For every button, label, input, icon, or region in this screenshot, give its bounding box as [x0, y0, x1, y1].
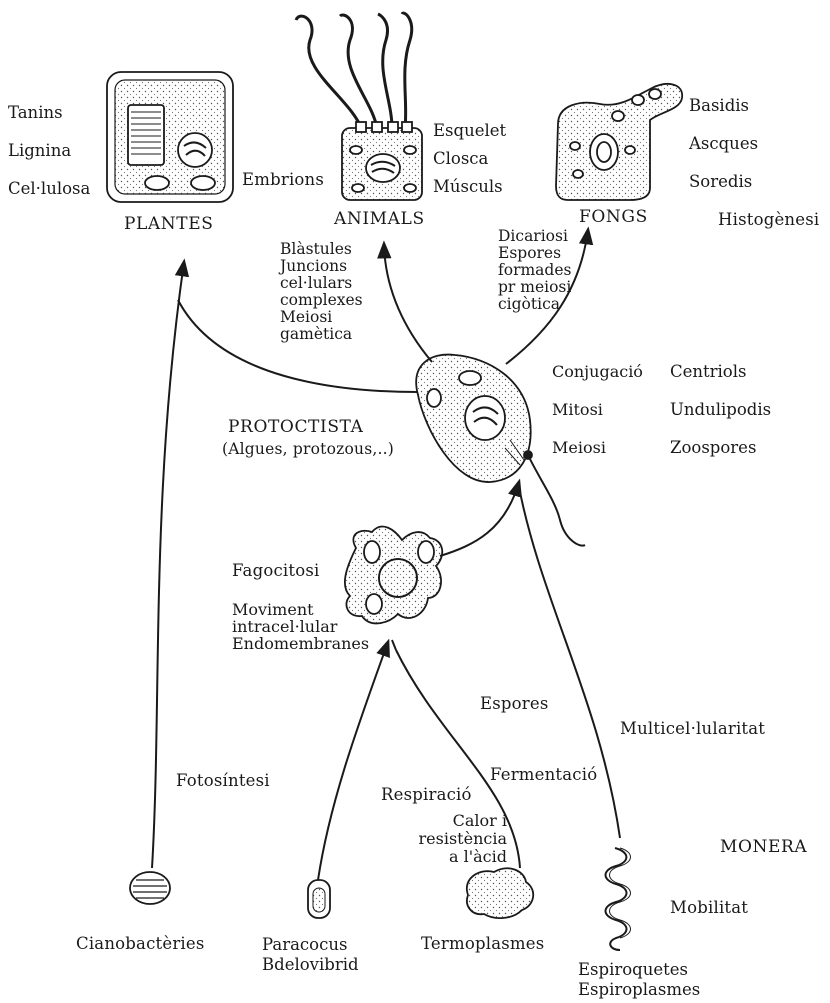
- trait-lignina: Lignina: [8, 132, 90, 170]
- trait-meiosi: Meiosi: [280, 309, 363, 326]
- fungi-branch-traits: Dicariosi Espores formades pr meiosi cig…: [498, 228, 571, 313]
- trait-cellulosa: Cel·lulosa: [8, 170, 90, 208]
- trait-acid: a l'àcid: [412, 848, 507, 866]
- label-fotosintesi: Fotosíntesi: [176, 771, 270, 790]
- feature-zoospores: Zoospores: [670, 429, 771, 467]
- trait-esquelet: Esquelet: [433, 117, 506, 145]
- feature-conjugacio: Conjugació: [552, 353, 643, 391]
- thermoplasma-traits: Calor i resistència a l'àcid: [412, 812, 507, 866]
- arrow-paracocus-to-amoeba: [318, 642, 388, 880]
- trait-endomembranes: Endomembranes: [232, 635, 369, 652]
- animal-branch-traits: Blàstules Juncions cel·lulars complexes …: [280, 241, 363, 343]
- feature-meiosi: Meiosi: [552, 429, 643, 467]
- trait-intracellular: intracel·lular: [232, 618, 369, 635]
- arrow-merge-stub: [392, 640, 396, 650]
- trait-ascques: Ascques: [689, 125, 758, 163]
- fungi-cell-illustration: [556, 84, 682, 200]
- trait-resistencia: resistència: [412, 830, 507, 848]
- paracocus-illustration: [308, 880, 330, 918]
- trait-blastules: Blàstules: [280, 241, 363, 258]
- organism-espiroquetes: Espiroquetes Espiroplasmes: [578, 960, 700, 1000]
- trait-complexes: complexes: [280, 292, 363, 309]
- kingdom-animals: ANIMALS: [334, 210, 425, 229]
- plant-traits: Tanins Lignina Cel·lulosa: [8, 94, 90, 208]
- organism-termoplasmes: Termoplasmes: [421, 934, 544, 953]
- feature-centriols: Centriols: [670, 353, 771, 391]
- organism-cianobacteries: Cianobactèries: [76, 934, 205, 953]
- trait-formades: formades: [498, 262, 571, 279]
- fungi-traits: Basidis Ascques Soredis: [689, 87, 758, 201]
- trait-musculs: Músculs: [433, 173, 506, 201]
- trait-moviment: Moviment: [232, 601, 369, 618]
- trait-cellulars: cel·lulars: [280, 275, 363, 292]
- trait-tanins: Tanins: [8, 94, 90, 132]
- trait-cigotica: cigòtica: [498, 296, 571, 313]
- trait-juncions: Juncions: [280, 258, 363, 275]
- arrow-protoctista-to-animals: [384, 244, 432, 362]
- kingdom-monera: MONERA: [720, 838, 807, 857]
- label-espores: Espores: [480, 694, 549, 713]
- organism-paracocus: Paracocus Bdelovibrid: [262, 935, 359, 975]
- trait-gametica: gamètica: [280, 326, 363, 343]
- spirochete-illustration: [606, 848, 631, 950]
- kingdom-plantes: PLANTES: [124, 215, 213, 234]
- organism-espiroplasmes-name: Espiroplasmes: [578, 980, 700, 1000]
- trait-pr-meiosi: pr meiosi: [498, 279, 571, 296]
- label-fagocitosi: Fagocitosi: [232, 561, 320, 580]
- organism-espiroquetes-name: Espiroquetes: [578, 960, 700, 980]
- label-mobilitat: Mobilitat: [670, 898, 748, 917]
- arrow-amoeba-to-protoctista: [440, 482, 519, 556]
- cyanobacteria-illustration: [130, 872, 170, 904]
- trait-espores: Espores: [498, 245, 571, 262]
- label-histogenesi: Histogènesi: [718, 210, 819, 229]
- organism-paracocus-name: Paracocus: [262, 935, 359, 955]
- amoeba-traits: Moviment intracel·lular Endomembranes: [232, 601, 369, 652]
- protist-features-right: Centriols Undulipodis Zoospores: [670, 353, 771, 467]
- label-fermentacio: Fermentació: [490, 765, 597, 784]
- arrow-spirochete-to-protoctista: [518, 482, 620, 838]
- trait-dicariosi: Dicariosi: [498, 228, 571, 245]
- trait-soredis: Soredis: [689, 163, 758, 201]
- label-respiracio: Respiració: [381, 785, 472, 804]
- organism-bdelovibrid-name: Bdelovibrid: [262, 955, 359, 975]
- animal-traits: Esquelet Closca Músculs: [433, 117, 506, 201]
- thermoplasma-illustration: [467, 868, 533, 918]
- kingdom-fongs: FONGS: [579, 208, 648, 227]
- feature-undulipodis: Undulipodis: [670, 391, 771, 429]
- protist-features: Conjugació Mitosi Meiosi: [552, 353, 643, 467]
- plant-cell-illustration: [107, 72, 233, 202]
- trait-calor: Calor i: [412, 812, 507, 830]
- feature-mitosi: Mitosi: [552, 391, 643, 429]
- kingdom-protoctista: PROTOCTISTA: [228, 418, 363, 437]
- trait-basidis: Basidis: [689, 87, 758, 125]
- trait-closca: Closca: [433, 145, 506, 173]
- protoctista-note: (Algues, protozous,..): [222, 440, 394, 459]
- label-embrions: Embrions: [242, 170, 324, 189]
- label-multicellularitat: Multicel·lularitat: [620, 719, 765, 738]
